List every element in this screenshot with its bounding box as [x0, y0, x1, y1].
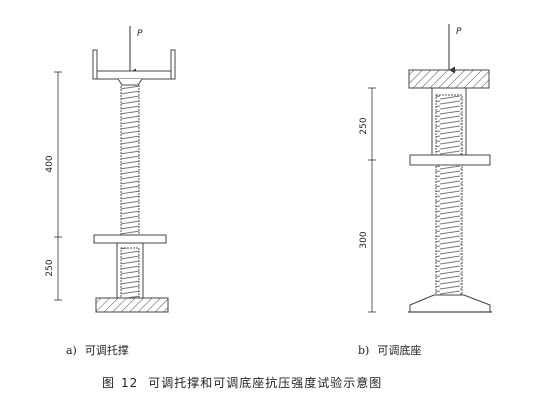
load-label-a: P: [137, 29, 143, 39]
dim-lower-b: 300: [359, 231, 369, 248]
dimension-a: 400 250: [45, 71, 62, 301]
subcaption-b-title: 可调底座: [377, 344, 422, 357]
subcaption-a-title: 可调托撑: [84, 344, 129, 357]
load-arrow-b: P: [448, 24, 462, 74]
caption-number: 12: [121, 376, 139, 390]
steel-tube-b: [431, 87, 467, 156]
figure-caption: 图 12 可调托撑和可调底座抗压强度试验示意图: [102, 374, 382, 391]
adjusting-nut-a: [93, 234, 167, 244]
top-block-b: [408, 69, 490, 89]
load-arrow-a: P: [129, 26, 143, 76]
dim-upper-b: 250: [359, 117, 369, 134]
subcaption-b-letter: b): [358, 344, 370, 357]
dimension-b: 250 300: [359, 87, 376, 313]
steel-tube-a: [116, 242, 144, 299]
caption-text: 可调托撑和可调底座抗压强度试验示意图: [148, 376, 383, 390]
diagram-a: P: [45, 26, 176, 313]
adjusting-nut-b: [409, 154, 491, 166]
subcaption-a: a) 可调托撑: [66, 342, 129, 358]
subcaption-a-letter: a): [66, 344, 77, 357]
screw-rod-b: [435, 164, 463, 296]
bottom-block-a: [95, 297, 169, 313]
caption-prefix: 图: [102, 376, 116, 390]
u-head-plate: [92, 49, 176, 86]
subcaption-b: b) 可调底座: [358, 342, 421, 358]
diagram-b: P 250 300: [359, 24, 492, 313]
screw-rod-a: [120, 84, 140, 236]
base-plate-b: [408, 294, 492, 313]
dim-lower-a: 250: [45, 259, 55, 276]
dim-upper-a: 400: [45, 155, 55, 172]
load-label-b: P: [456, 27, 462, 37]
